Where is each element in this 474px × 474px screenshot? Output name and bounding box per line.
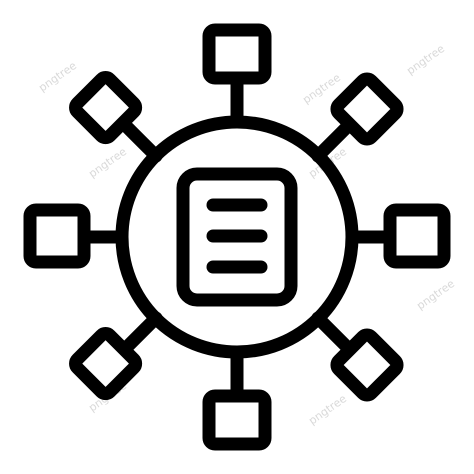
watermark-text: pngtree bbox=[404, 42, 447, 77]
connector-bottom-right bbox=[311, 311, 353, 353]
watermark-text: pngtree bbox=[414, 277, 457, 312]
node-right bbox=[383, 203, 451, 269]
watermark-text: pngtree bbox=[306, 392, 349, 427]
connector-top-left bbox=[121, 121, 163, 163]
node-bottom-left bbox=[69, 327, 143, 401]
document-icon bbox=[176, 167, 298, 307]
watermark-text: pngtree bbox=[86, 145, 129, 180]
node-top bbox=[202, 23, 272, 85]
node-left bbox=[23, 203, 91, 269]
node-bottom bbox=[202, 389, 272, 451]
watermark-text: pngtree bbox=[36, 59, 79, 94]
node-top-right bbox=[330, 72, 404, 146]
connector-bottom-left bbox=[121, 311, 163, 353]
icon-strokes bbox=[23, 23, 451, 451]
connector-top-right bbox=[311, 121, 353, 163]
node-bottom-right bbox=[330, 328, 404, 402]
node-top-left bbox=[69, 71, 143, 145]
